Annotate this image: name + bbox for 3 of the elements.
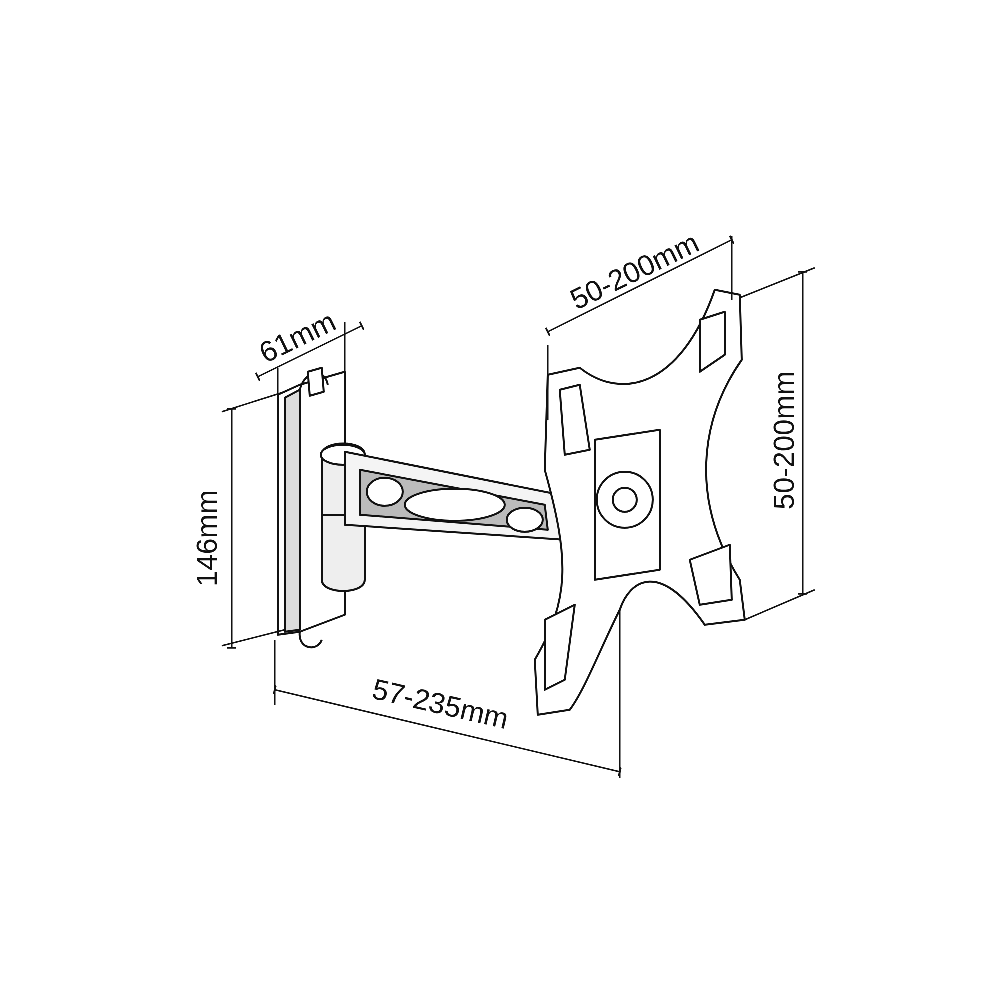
dimension-label: 50-200mm (770, 370, 800, 510)
dimension-label: 61mm (255, 307, 340, 369)
dimension-label: 146mm (193, 490, 222, 586)
